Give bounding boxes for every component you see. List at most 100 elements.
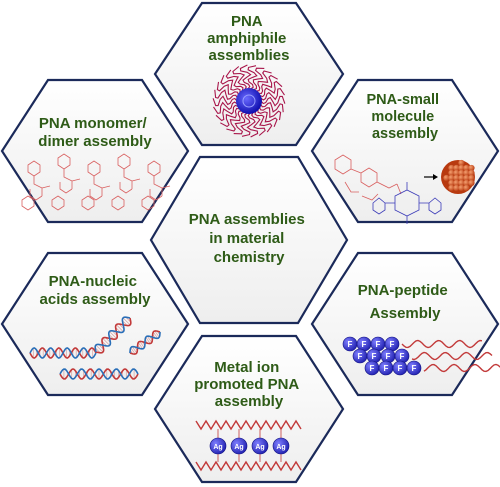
hex-amphiphile-line-1: PNA xyxy=(231,13,263,30)
monomer-ring xyxy=(51,195,65,211)
hex-nucleic-acids-line-2: acids assembly xyxy=(40,291,152,308)
hex-peptide-title: PNA-peptide Assembly xyxy=(358,282,452,322)
nanosphere-bead xyxy=(453,169,460,177)
hex-monomer-dimer-line-2: dimer assembly xyxy=(38,133,152,150)
nanosphere-bead xyxy=(448,184,455,192)
nanosphere-bead xyxy=(458,159,465,167)
hex-peptide-line-2: Assembly xyxy=(370,305,442,322)
hex-amphiphile-line-3: assemblies xyxy=(209,47,290,64)
monomer-ring xyxy=(21,195,35,211)
nanosphere-bead xyxy=(468,169,475,177)
micelle-tail xyxy=(216,81,239,96)
nanosphere-bead xyxy=(443,174,450,182)
nanosphere-bead xyxy=(448,164,455,172)
hex-metal-ion-line-3: assembly xyxy=(215,393,284,410)
micelle-illustration xyxy=(212,64,286,138)
small-molecule-structure xyxy=(334,154,475,224)
micelle-tail xyxy=(226,110,243,132)
nanosphere-bead xyxy=(458,169,465,177)
helix-rung xyxy=(102,338,110,346)
monomer-ring xyxy=(81,195,95,211)
hex-amphiphile-line-2: amphiphile xyxy=(207,30,286,47)
nanosphere-bead xyxy=(463,169,470,177)
hex-nucleic-acids-shape xyxy=(0,251,190,397)
metal-ion-label: Ag xyxy=(276,444,285,451)
micelle-tail xyxy=(213,101,238,115)
nanosphere-bead xyxy=(468,164,475,172)
hex-small-molecule: PNA-small molecule assembly xyxy=(310,78,500,224)
peptide-bead-label: F xyxy=(390,340,395,349)
peptide-bead-label: F xyxy=(400,352,405,361)
micelle-tail xyxy=(255,70,272,92)
hex-metal-ion-line-2: promoted PNA xyxy=(194,376,299,393)
micelle-tail xyxy=(251,111,266,136)
metal-ion-label: Ag xyxy=(213,444,222,451)
peptide-bead-label: F xyxy=(376,340,381,349)
hex-center-line-3: chemistry xyxy=(214,249,286,266)
micelle-tail xyxy=(239,64,252,90)
helix-rung xyxy=(116,324,124,332)
hex-amphiphile: PNA amphiphile assemblies xyxy=(153,1,345,147)
hex-peptide-shape xyxy=(310,251,500,397)
micelle-tail xyxy=(260,87,285,101)
hex-metal-ion: Metal ion promoted PNA assembly Ag Ag Ag Ag xyxy=(153,334,345,484)
hex-small-molecule-line-2: molecule xyxy=(371,109,434,125)
nanosphere-bead xyxy=(458,179,465,187)
micelle-tail xyxy=(260,102,284,113)
nanosphere-bead xyxy=(458,174,465,182)
hex-monomer-dimer-line-1: PNA monomer/ xyxy=(39,115,148,132)
peptide-bead-label: F xyxy=(372,352,377,361)
peptide-bead-label: F xyxy=(384,364,389,373)
monomer-sketch xyxy=(147,160,171,201)
helix-rung xyxy=(138,342,143,349)
hex-nucleic-acids: PNA-nucleic acids assembly xyxy=(0,251,190,397)
micelle-tail xyxy=(225,69,244,92)
arrow-head xyxy=(433,174,438,180)
hex-nucleic-acids-line-1: PNA-nucleic xyxy=(49,273,137,290)
peptide-bead-label: F xyxy=(362,340,367,349)
pna-chain-sketch xyxy=(334,154,402,195)
micelle-tail xyxy=(247,65,258,90)
hex-center-shape xyxy=(149,155,349,325)
micelle-tail xyxy=(220,74,241,93)
helix-rung xyxy=(139,341,145,348)
nanosphere-bead xyxy=(453,179,460,187)
micelle-tail xyxy=(260,95,286,107)
hex-center-line-1: PNA assemblies xyxy=(189,211,305,228)
nanosphere-bead xyxy=(448,179,455,187)
micelle-tail xyxy=(214,89,238,100)
micelle-core-ring xyxy=(242,94,256,108)
helix-strand xyxy=(95,317,132,354)
nanosphere-bead xyxy=(458,184,465,192)
monomer-sketch xyxy=(117,153,141,194)
metal-ion-bead xyxy=(230,437,248,455)
micelle-tail xyxy=(259,106,282,121)
helix-illustration xyxy=(29,316,161,380)
nanosphere-bead xyxy=(453,184,460,192)
hex-small-molecule-line-3: assembly xyxy=(372,126,438,142)
monomer-structures xyxy=(21,153,171,211)
monomer-sketch xyxy=(87,160,111,201)
peptide-bead-label: F xyxy=(358,352,363,361)
helix-rung xyxy=(147,336,152,343)
micelle-tail xyxy=(254,110,273,133)
peptide-bead-label: F xyxy=(398,364,403,373)
metal-ion-label: Ag xyxy=(255,444,264,451)
monomer-sketch xyxy=(57,153,81,194)
metal-ion-bead xyxy=(251,437,269,455)
hex-center-line-2: in material xyxy=(209,230,284,247)
porphyrin-sketch xyxy=(372,182,442,224)
hex-metal-ion-line-1: Metal ion xyxy=(214,359,279,376)
hex-monomer-dimer-title: PNA monomer/ dimer assembly xyxy=(38,115,152,150)
helix-rung xyxy=(132,346,137,354)
metal-ion-label: Ag xyxy=(234,444,243,451)
hex-monomer-dimer-shape xyxy=(0,78,190,224)
micelle-tail xyxy=(257,109,278,128)
helix-strand xyxy=(94,316,131,353)
metal-ion-bead xyxy=(209,437,227,455)
helix-strand xyxy=(59,368,139,380)
hex-center-title: PNA assemblies in material chemistry xyxy=(189,211,310,266)
nanosphere-bead xyxy=(468,179,475,187)
